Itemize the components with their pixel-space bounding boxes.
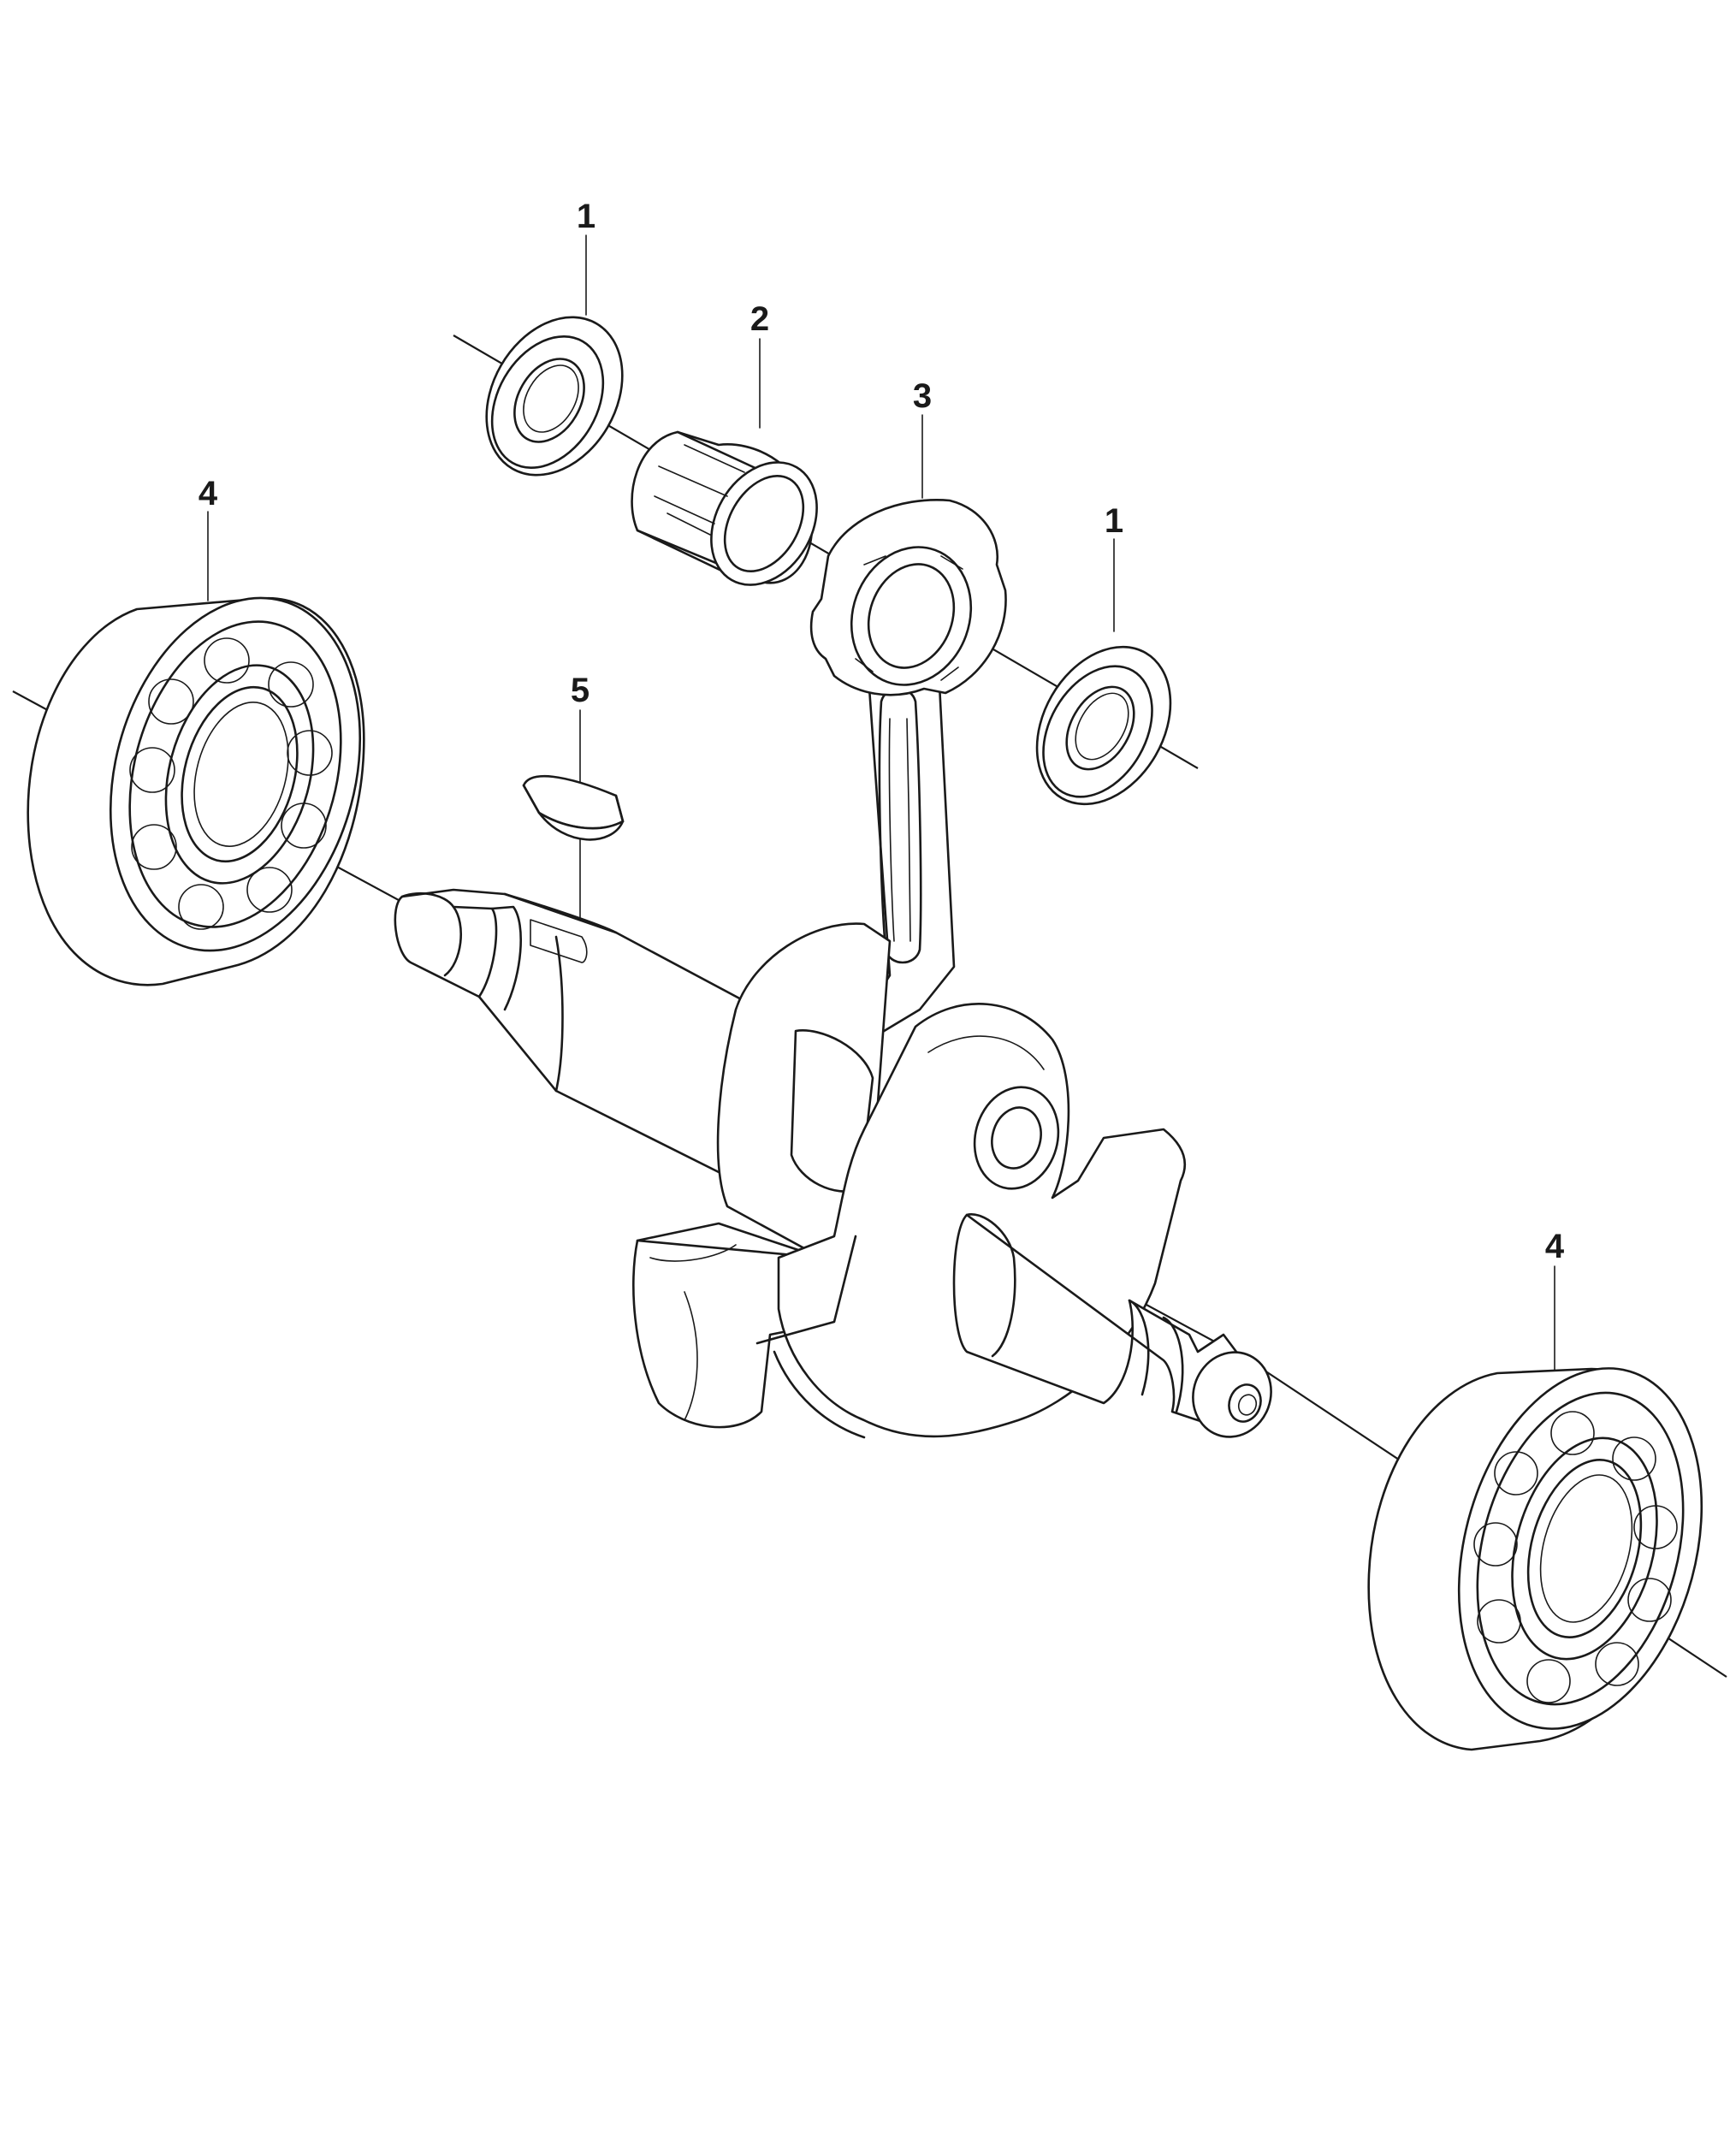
needle-bearing-icon <box>631 430 818 586</box>
seal-ring-icon <box>1035 645 1172 806</box>
callout-1-upper: 1 <box>577 198 595 235</box>
crankshaft-icon <box>394 888 1272 1439</box>
callout-4-right: 4 <box>1545 1228 1565 1265</box>
ball-bearing-icon <box>1367 1367 1703 1751</box>
callout-3: 3 <box>913 377 932 415</box>
callout-1-lower: 1 <box>1105 502 1123 540</box>
callout-5: 5 <box>571 672 590 709</box>
callout-labels: 1 2 3 1 4 5 4 <box>198 198 1565 1265</box>
ball-bearing-icon <box>27 596 365 986</box>
woodruff-key-icon <box>522 774 625 841</box>
seal-ring-icon <box>485 316 624 477</box>
callout-2: 2 <box>750 300 769 338</box>
callout-4-left: 4 <box>198 475 218 512</box>
